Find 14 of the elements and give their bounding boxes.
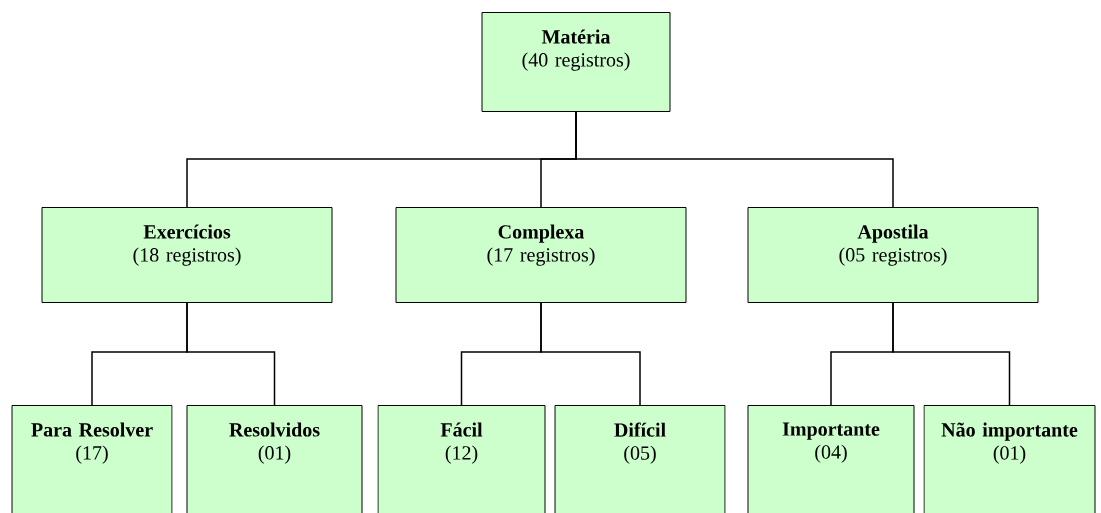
category-box: Difícil (05) xyxy=(554,405,726,513)
category-box: Não importante (01) xyxy=(923,405,1096,513)
connector-line xyxy=(575,111,894,208)
category-box: Para Resolver (17) xyxy=(11,405,173,513)
connector-line xyxy=(892,302,1011,406)
category-box: Resolvidos (01) xyxy=(186,405,363,513)
category-box: Exercícios (18 registros) xyxy=(41,207,333,303)
category-box: Matéria (40 registros) xyxy=(481,12,671,112)
category-box: Complexa (17 registros) xyxy=(395,207,687,303)
category-box: Fácil (12) xyxy=(377,405,546,513)
category-box: Apostila (05 registros) xyxy=(747,207,1039,303)
connector-line xyxy=(540,302,641,406)
connector-line xyxy=(186,302,276,406)
category-box: Importante (04) xyxy=(747,405,915,513)
